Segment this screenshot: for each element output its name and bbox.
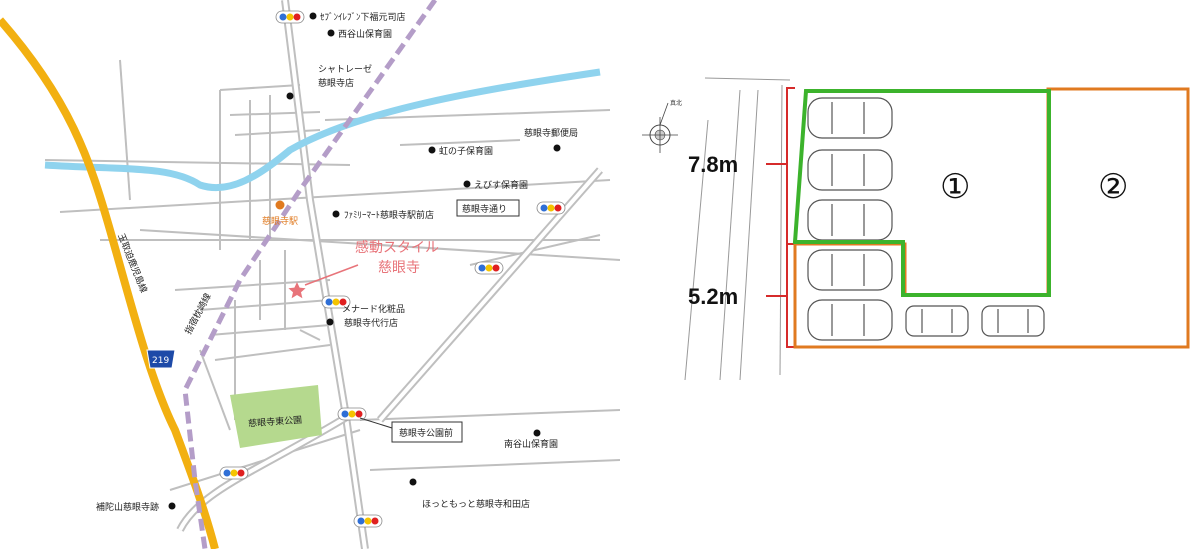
measurement-bracket xyxy=(766,87,795,348)
poi-jigenji-ruins: 補陀山慈眼寺跡 xyxy=(96,501,159,513)
poi-chateraise-name: シャトレーゼ xyxy=(318,63,372,75)
lot-1-boundary xyxy=(792,89,1051,297)
prefectural-road xyxy=(0,17,219,550)
park-intersection-label: 慈眼寺公園前 xyxy=(399,427,453,439)
park-intersection-box: 慈眼寺公園前 xyxy=(359,417,463,443)
car-7 xyxy=(981,305,1045,337)
poi-post-office: 慈眼寺郵便局 xyxy=(524,127,578,139)
river xyxy=(44,68,601,192)
poi-chateraise-branch: 慈眼寺店 xyxy=(318,77,354,89)
railway-label: 指宿枕崎線 xyxy=(182,291,214,336)
station-label: 慈眼寺駅 xyxy=(262,215,298,227)
car-6 xyxy=(905,305,969,337)
jigenji-street-label: 慈眼寺通り xyxy=(462,203,507,215)
plan-road-lines xyxy=(684,77,791,381)
station-marker xyxy=(275,200,285,210)
measure-bottom-label: 5.2m xyxy=(688,284,738,309)
car-1 xyxy=(807,97,893,139)
poi-seven-eleven: ｾﾌﾞﾝｲﾚﾌﾞﾝ下福元司店 xyxy=(320,11,406,23)
route-shield-text: 219 xyxy=(152,356,169,366)
park-area xyxy=(230,385,322,448)
poi-dots xyxy=(168,12,561,510)
area-map-canvas: 慈眼寺東公園 219 玉取迫鹿児島線 指宿枕崎線 ｾﾌﾞﾝｲﾚﾌﾞﾝ下福元司店 … xyxy=(0,0,621,550)
target-label-style: 感動スタイル xyxy=(355,239,439,256)
park-label: 慈眼寺東公園 xyxy=(248,414,303,430)
route-219-shield: 219 xyxy=(146,349,176,369)
measure-top-label: 7.8m xyxy=(688,152,738,177)
site-plan-canvas: 真北 7.8m 5.2m ① ② xyxy=(642,77,1190,381)
car-2 xyxy=(807,149,893,191)
poi-familymart: ﾌｧﾐﾘｰﾏｰﾄ慈眼寺駅前店 xyxy=(344,209,434,221)
railway-line xyxy=(182,0,438,550)
target-label-place: 慈眼寺 xyxy=(378,260,420,276)
poi-nishitaniyama-nursery: 西谷山保育園 xyxy=(338,28,392,40)
north-compass-icon: 真北 xyxy=(642,99,682,153)
poi-niji-nursery: 虹の子保育園 xyxy=(439,145,493,157)
compass-label: 真北 xyxy=(670,99,682,107)
poi-menard-branch: 慈眼寺代行店 xyxy=(344,317,398,329)
car-4 xyxy=(807,249,893,291)
car-5 xyxy=(807,299,893,341)
lot-2-label: ② xyxy=(1098,167,1128,207)
target-star-icon xyxy=(288,282,306,299)
parked-cars xyxy=(807,97,1045,341)
poi-hottomotto: ほっともっと慈眼寺和田店 xyxy=(422,498,530,510)
minor-roads xyxy=(44,59,621,491)
poi-minamitaniyama-nursery: 南谷山保育園 xyxy=(504,438,558,450)
traffic-signals xyxy=(219,10,566,528)
site-plan: 真北 7.8m 5.2m ① ② xyxy=(640,0,1200,549)
jigenji-street-box: 慈眼寺通り xyxy=(456,199,520,217)
car-3 xyxy=(807,199,893,241)
lot-1-label: ① xyxy=(940,167,970,207)
target-pointer-line xyxy=(304,264,359,286)
poi-menard-name: メナード化粧品 xyxy=(342,303,405,315)
poi-ebisu-nursery: えびす保育園 xyxy=(474,179,528,191)
area-map: 慈眼寺東公園 219 玉取迫鹿児島線 指宿枕崎線 ｾﾌﾞﾝｲﾚﾌﾞﾝ下福元司店 … xyxy=(0,0,621,550)
